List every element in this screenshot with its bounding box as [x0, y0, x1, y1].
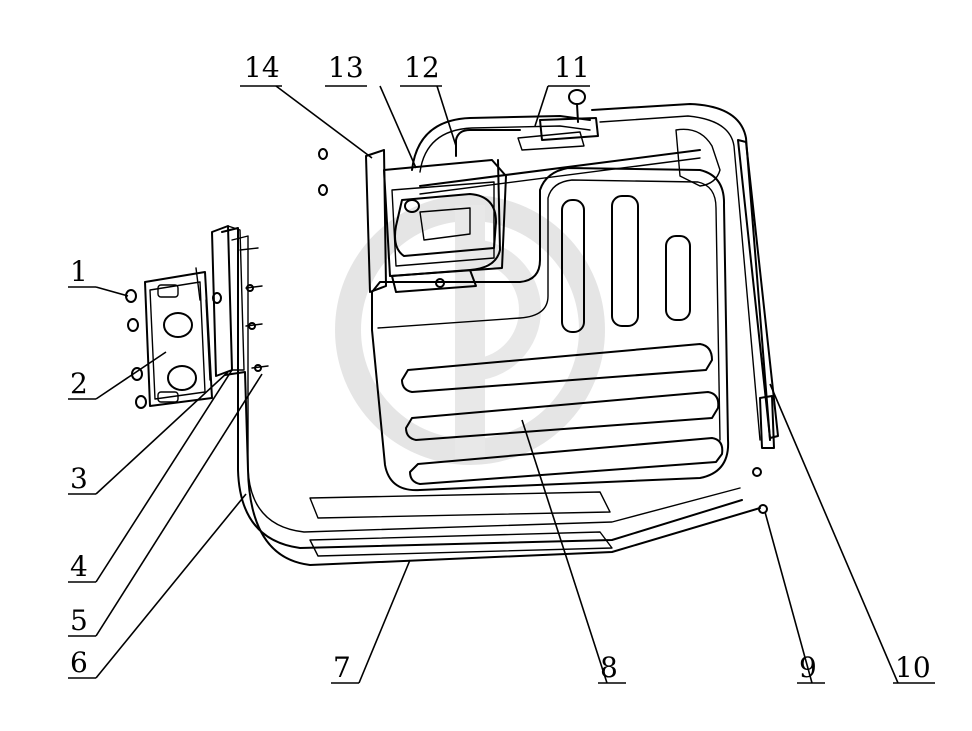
callout-13: 13	[325, 51, 367, 87]
callout-11: 11	[548, 51, 590, 87]
leader-lines	[95, 85, 899, 684]
callout-label-4: 4	[70, 550, 88, 583]
callout-9: 9	[797, 651, 825, 684]
callout-label-2: 2	[70, 367, 88, 400]
callout-1: 1	[68, 255, 96, 288]
callout-5: 5	[68, 604, 96, 637]
callout-label-3: 3	[70, 462, 88, 495]
callout-4: 4	[68, 550, 96, 583]
callout-label-14: 14	[244, 51, 280, 84]
callout-label-10: 10	[895, 651, 931, 684]
tank-cradle-right	[591, 103, 779, 449]
rail-bolts	[239, 247, 269, 372]
callout-label-7: 7	[333, 651, 351, 684]
callout-label-5: 5	[70, 604, 88, 637]
callout-label-11: 11	[554, 51, 590, 84]
fuel-pump-assembly	[318, 89, 701, 293]
fuel-tank	[371, 167, 730, 492]
callout-label-13: 13	[328, 51, 364, 84]
callout-6: 6	[68, 646, 96, 679]
callout-14: 14	[240, 51, 282, 87]
callout-label-12: 12	[404, 51, 440, 84]
bracket-plate	[125, 267, 222, 409]
support-strap	[221, 227, 761, 566]
callout-label-6: 6	[70, 646, 88, 679]
nut-9	[752, 467, 768, 514]
callout-3: 3	[68, 462, 96, 495]
callout-10: 10	[893, 651, 935, 684]
callout-12: 12	[400, 51, 442, 87]
callout-7: 7	[331, 651, 359, 684]
callout-label-8: 8	[600, 651, 618, 684]
callout-8: 8	[598, 651, 626, 684]
callout-2: 2	[68, 367, 96, 400]
callout-label-9: 9	[799, 651, 817, 684]
callout-label-1: 1	[70, 255, 88, 288]
